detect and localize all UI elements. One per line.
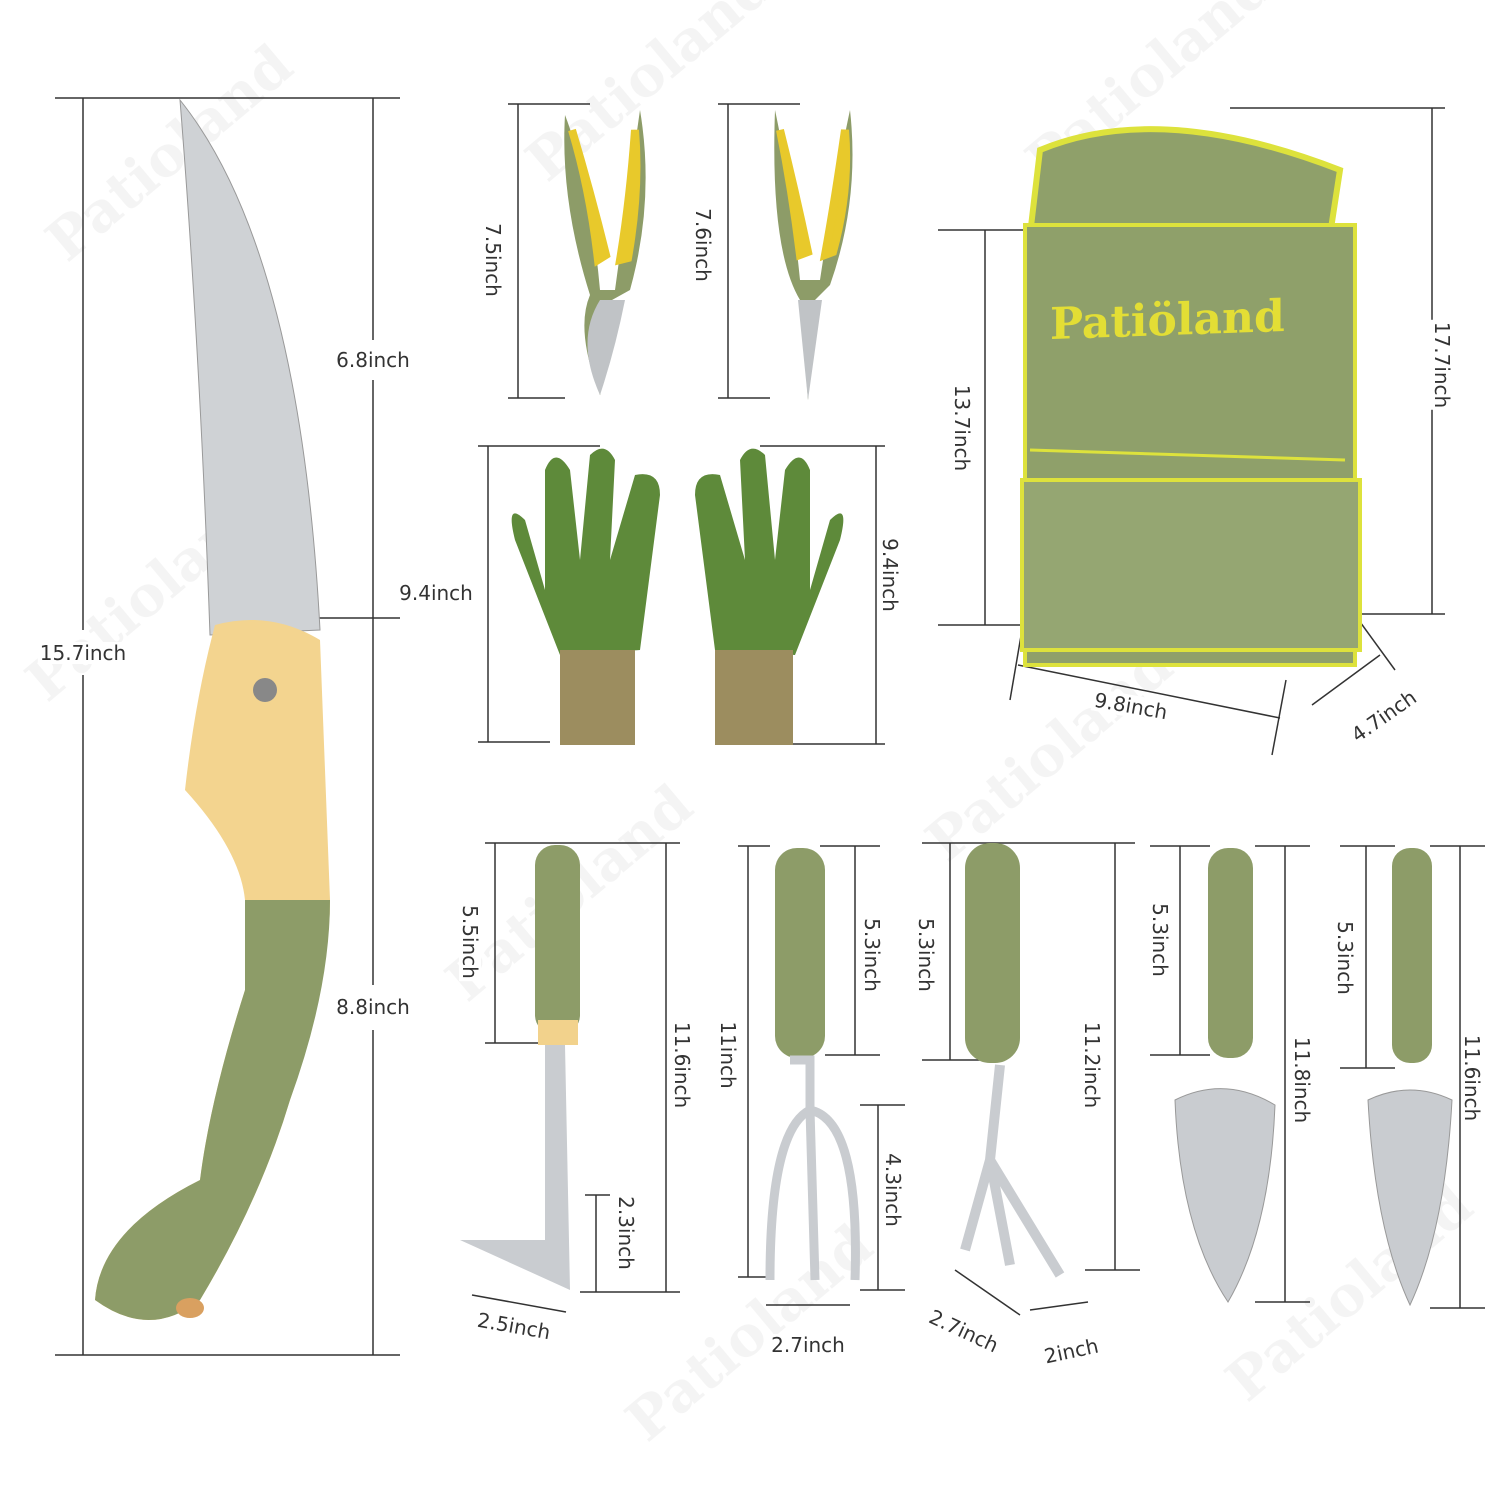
garden-snips [774, 110, 853, 400]
fork-width: 2.7inch [769, 1333, 847, 1357]
left-glove-height: 9.4inch [397, 581, 475, 605]
tool-bag [1020, 126, 1362, 667]
dimension-lines [55, 97, 1485, 1356]
hand-cultivator [960, 843, 1065, 1278]
right-glove-height: 9.4inch [878, 536, 902, 614]
saw-blade-length: 6.8inch [334, 348, 412, 372]
fork-tines: 4.3inch [881, 1151, 905, 1229]
pruner-length: 7.5inch [481, 221, 505, 299]
bag-total-height: 17.7inch [1430, 319, 1454, 411]
weeder-total: 11.6inch [670, 1019, 694, 1111]
hand-fork [765, 848, 860, 1281]
saw-handle-length: 8.8inch [334, 995, 412, 1019]
cultivator-handle: 5.3inch [914, 916, 938, 994]
trowel-total: 11.8inch [1290, 1034, 1314, 1126]
transplanter-handle: 5.3inch [1333, 919, 1357, 997]
fork-handle: 5.3inch [860, 916, 884, 994]
bag-logo: Patiöland [1050, 290, 1285, 351]
cultivator-total: 11.2inch [1080, 1019, 1104, 1111]
transplanter-total: 11.6inch [1460, 1032, 1484, 1124]
weeder-handle: 5.5inch [458, 903, 482, 981]
bag-pocket-height: 13.7inch [950, 382, 974, 474]
weeder-blade-height: 2.3inch [614, 1194, 638, 1272]
bypass-pruner [564, 110, 646, 396]
saw-total-length: 15.7inch [37, 641, 129, 665]
gardening-gloves [511, 448, 844, 745]
transplanter-trowel [1367, 848, 1453, 1307]
folding-saw [95, 98, 330, 1320]
trowel-handle: 5.3inch [1148, 901, 1172, 979]
hand-trowel [1174, 848, 1276, 1303]
fork-total: 11inch [716, 1019, 740, 1091]
hand-weeder [460, 845, 580, 1290]
snips-length: 7.6inch [691, 206, 715, 284]
